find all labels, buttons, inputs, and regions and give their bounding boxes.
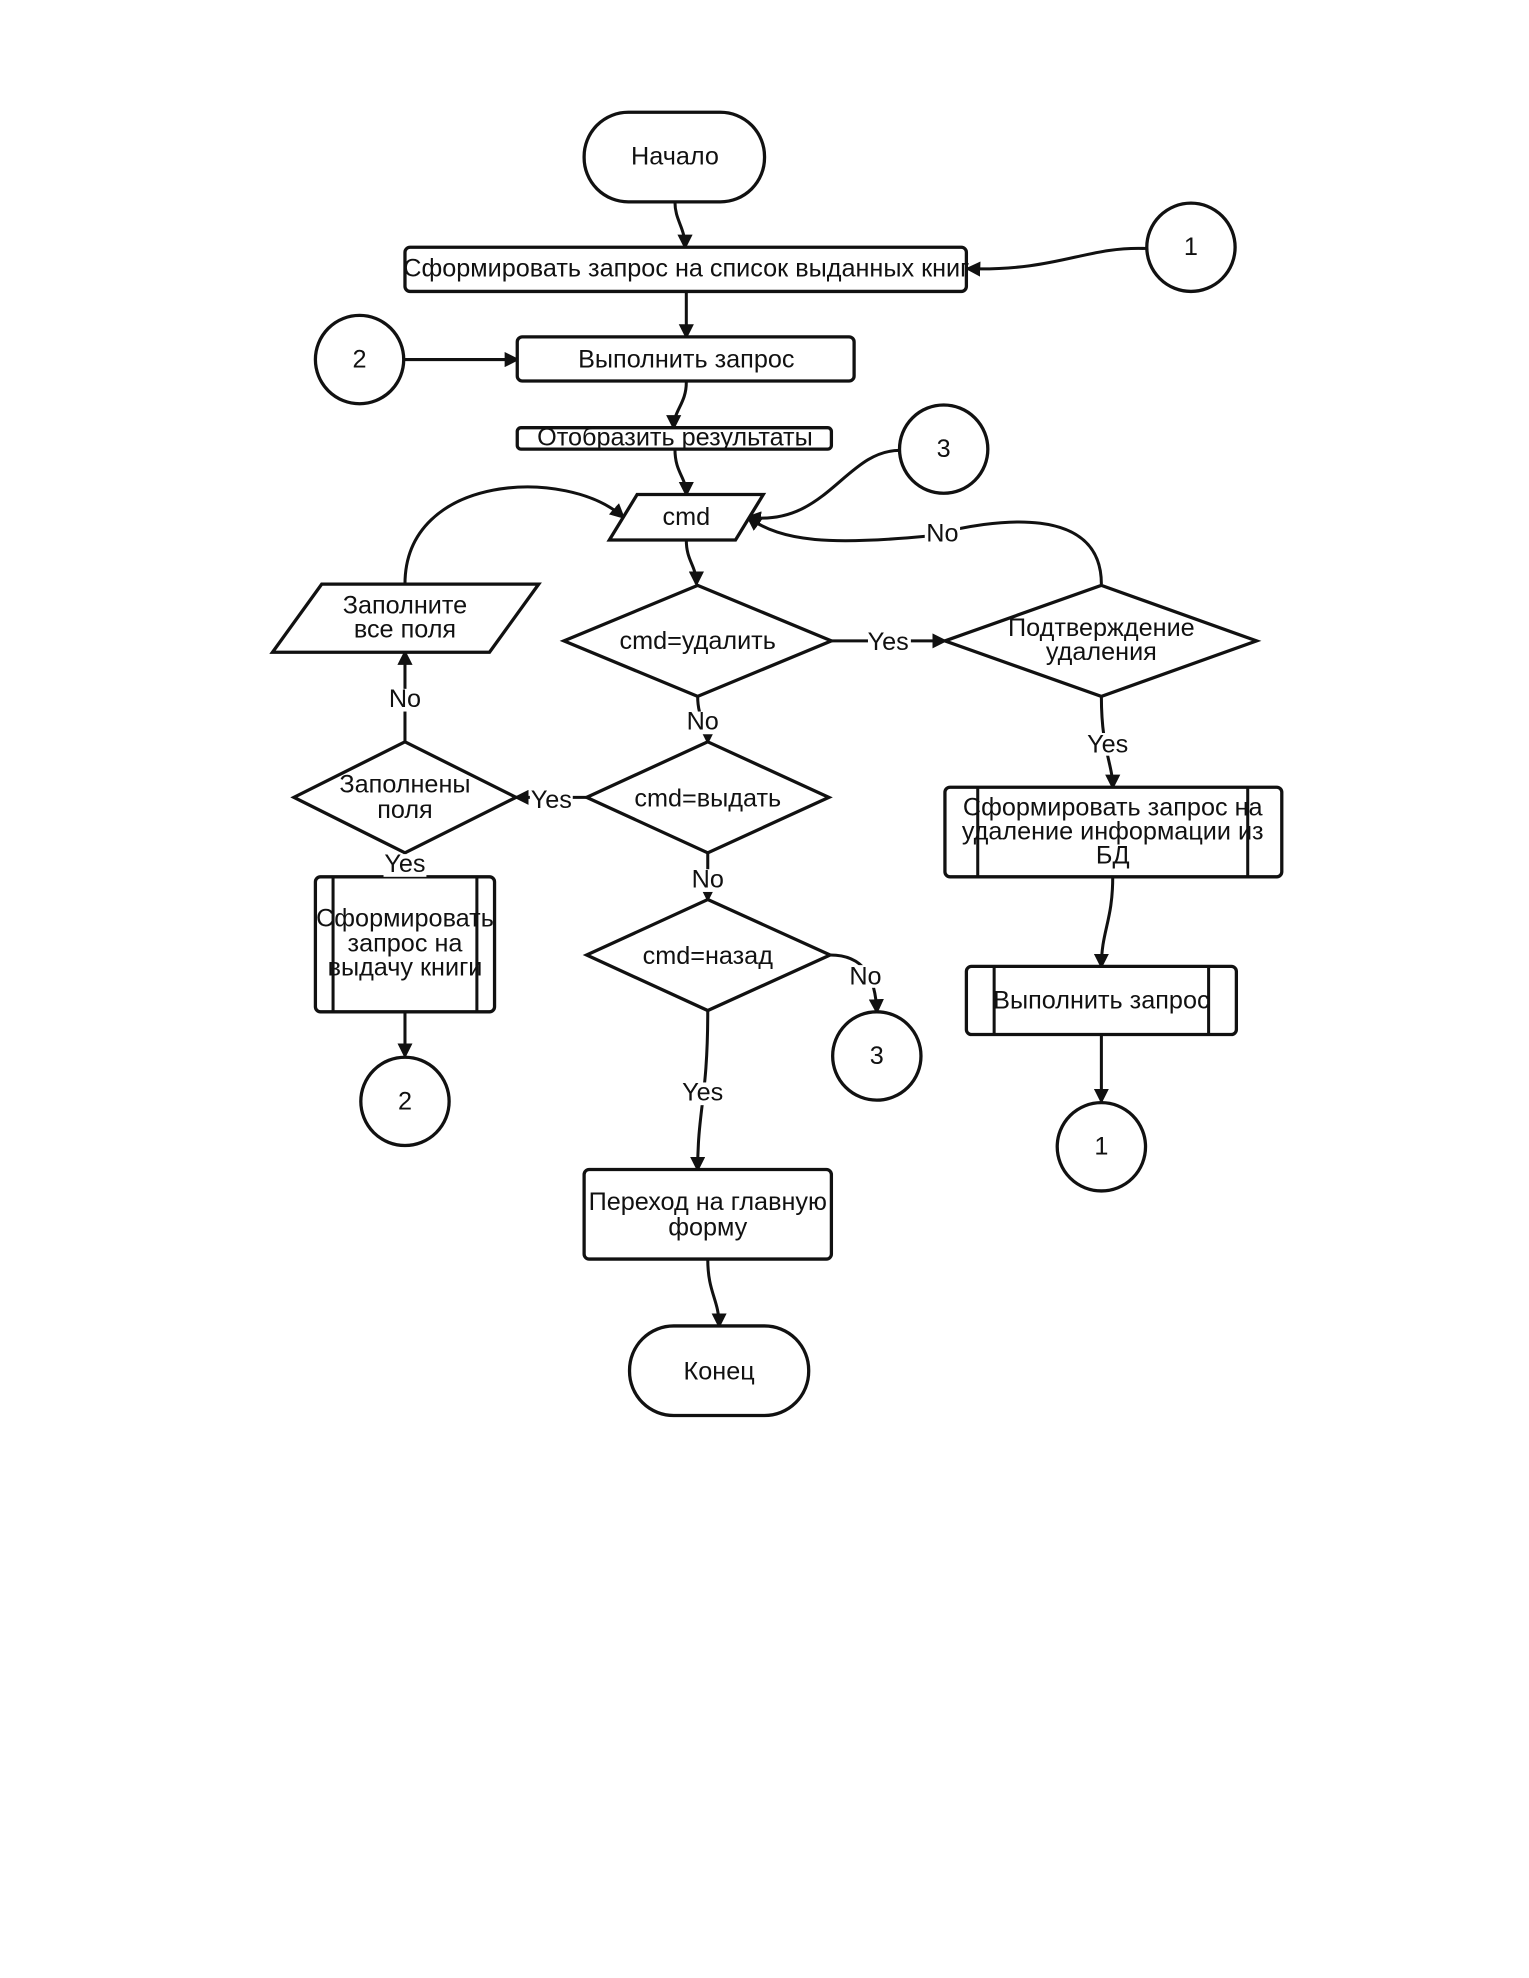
edge-execute-to-show bbox=[666, 382, 688, 431]
node-show-results-label: Отобразить результаты bbox=[537, 424, 813, 452]
predefined-process-shape bbox=[964, 964, 1239, 1037]
connector-shape bbox=[359, 1055, 451, 1148]
edge-label-yes-delete: Yes bbox=[868, 628, 909, 656]
node-execute-request-2: Выполнить запрос bbox=[964, 964, 1239, 1037]
node-execute-request-label: Выполнить запрос bbox=[578, 345, 794, 373]
node-cmd-input-label: cmd bbox=[662, 503, 710, 531]
edge-label-no-issue: No bbox=[692, 865, 724, 893]
node-form-delete-label-2: удаление информации из bbox=[962, 817, 1264, 845]
node-fill-all-fields-label-1: Заполните bbox=[343, 592, 467, 620]
decision-shape bbox=[290, 739, 520, 855]
connector-c2-bottom: 2 bbox=[359, 1055, 451, 1148]
edge-formdel-to-exec2 bbox=[1093, 876, 1115, 969]
edge-label-yes-fields: Yes bbox=[384, 850, 425, 878]
node-end: Конец bbox=[627, 1324, 811, 1418]
edge-c1-to-form bbox=[965, 246, 1147, 277]
node-form-delete-label-1: Сформировать запрос на bbox=[963, 793, 1264, 821]
node-confirm-delete-label-1: Подтверждение bbox=[1008, 614, 1195, 642]
edge-label-yes-confirm: Yes bbox=[1087, 730, 1128, 758]
edge-label-yes-back: Yes bbox=[682, 1078, 723, 1106]
connector-label: 3 bbox=[937, 435, 951, 463]
node-cmd-delete-label: cmd=удалить bbox=[619, 627, 775, 655]
node-execute-request: Выполнить запрос bbox=[515, 335, 856, 383]
node-cmd-back-label: cmd=назад bbox=[643, 942, 774, 970]
node-cmd-delete: cmd=удалить bbox=[559, 583, 836, 699]
node-form-request-label: Сформировать запрос на список выданных к… bbox=[403, 255, 969, 283]
connector-shape bbox=[313, 313, 406, 406]
node-end-label: Конец bbox=[684, 1357, 755, 1385]
edge-label-no-fill: No bbox=[389, 685, 421, 713]
process-shape bbox=[403, 245, 969, 294]
edge-label-no-delete: No bbox=[687, 708, 719, 736]
process-shape bbox=[515, 335, 856, 383]
connector-shape bbox=[1145, 201, 1237, 294]
node-cmd-back: cmd=назад bbox=[582, 897, 835, 1013]
process-shape bbox=[582, 1167, 834, 1261]
edge-label-no-confirm: No bbox=[926, 520, 958, 548]
node-fields-filled: Заполнены поля bbox=[290, 739, 520, 855]
node-start-label: Начало bbox=[631, 142, 719, 170]
predefined-process-shape bbox=[943, 785, 1284, 879]
edge-fill-to-cmd bbox=[403, 485, 626, 585]
node-form-request: Сформировать запрос на список выданных к… bbox=[403, 245, 969, 294]
node-form-issue-label-2: запрос на bbox=[348, 930, 464, 958]
node-form-delete-request: Сформировать запрос на удаление информац… bbox=[943, 785, 1284, 879]
data-shape bbox=[269, 582, 542, 654]
node-form-issue-label-3: выдачу книги bbox=[328, 954, 483, 982]
connector-label: 2 bbox=[353, 345, 367, 373]
connector-label: 1 bbox=[1184, 233, 1198, 261]
node-fields-filled-label-2: поля bbox=[377, 796, 433, 824]
node-goto-main-label-1: Переход на главную bbox=[589, 1188, 827, 1216]
node-form-issue-request: Сформировать запрос на выдачу книги bbox=[313, 875, 497, 1014]
edge-label-yes-filled: Yes bbox=[531, 786, 572, 814]
decision-shape bbox=[582, 740, 833, 855]
edge-goto-to-end bbox=[706, 1259, 727, 1329]
node-show-results: Отобразить результаты bbox=[515, 424, 834, 452]
edge-labels: No Yes No No Yes Yes No Yes No Yes bbox=[383, 520, 1130, 1106]
node-goto-main-form: Переход на главную форму bbox=[582, 1167, 834, 1261]
terminator-shape bbox=[627, 1324, 811, 1418]
terminator-shape bbox=[582, 110, 767, 204]
connector-c1-top: 1 bbox=[1145, 201, 1237, 294]
process-shape bbox=[515, 426, 834, 451]
connector-shape bbox=[1055, 1100, 1148, 1193]
decision-shape bbox=[940, 583, 1262, 699]
edge-c3-to-cmd bbox=[745, 448, 900, 527]
edge-start-to-form bbox=[673, 201, 693, 250]
connector-shape bbox=[897, 403, 990, 495]
node-confirm-delete-label-2: удаления bbox=[1046, 638, 1157, 666]
node-fill-all-fields: Заполните все поля bbox=[269, 582, 542, 654]
connector-c3-top: 3 bbox=[897, 403, 990, 495]
decision-shape bbox=[559, 583, 836, 699]
connector-c1-bottom: 1 bbox=[1055, 1100, 1148, 1193]
node-start: Начало bbox=[582, 110, 767, 204]
decision-shape bbox=[582, 897, 835, 1013]
node-cmd-issue-label: cmd=выдать bbox=[634, 785, 781, 813]
node-cmd-input: cmd bbox=[606, 492, 767, 542]
node-fill-all-fields-label-2: все поля bbox=[354, 615, 456, 643]
edge-label-no-back: No bbox=[849, 962, 881, 990]
connector-label: 2 bbox=[398, 1087, 412, 1115]
node-execute-request-2-label: Выполнить запрос bbox=[993, 986, 1209, 1014]
node-form-issue-label-1: Сформировать bbox=[316, 904, 494, 932]
node-confirm-delete: Подтверждение удаления bbox=[940, 583, 1262, 699]
connector-label: 3 bbox=[870, 1042, 884, 1070]
node-form-delete-label-3: БД bbox=[1096, 841, 1130, 869]
edge-cmd-to-delete bbox=[684, 539, 704, 587]
data-shape bbox=[606, 492, 767, 542]
edge-show-to-cmd bbox=[673, 449, 694, 498]
connector-shape bbox=[831, 1010, 923, 1102]
node-goto-main-label-2: форму bbox=[668, 1213, 747, 1241]
connector-label: 1 bbox=[1094, 1133, 1108, 1161]
connector-c2-left: 2 bbox=[313, 313, 406, 406]
node-cmd-issue: cmd=выдать bbox=[582, 740, 833, 855]
node-fields-filled-label-1: Заполнены bbox=[339, 771, 470, 799]
connector-c3-bottom: 3 bbox=[831, 1010, 923, 1102]
